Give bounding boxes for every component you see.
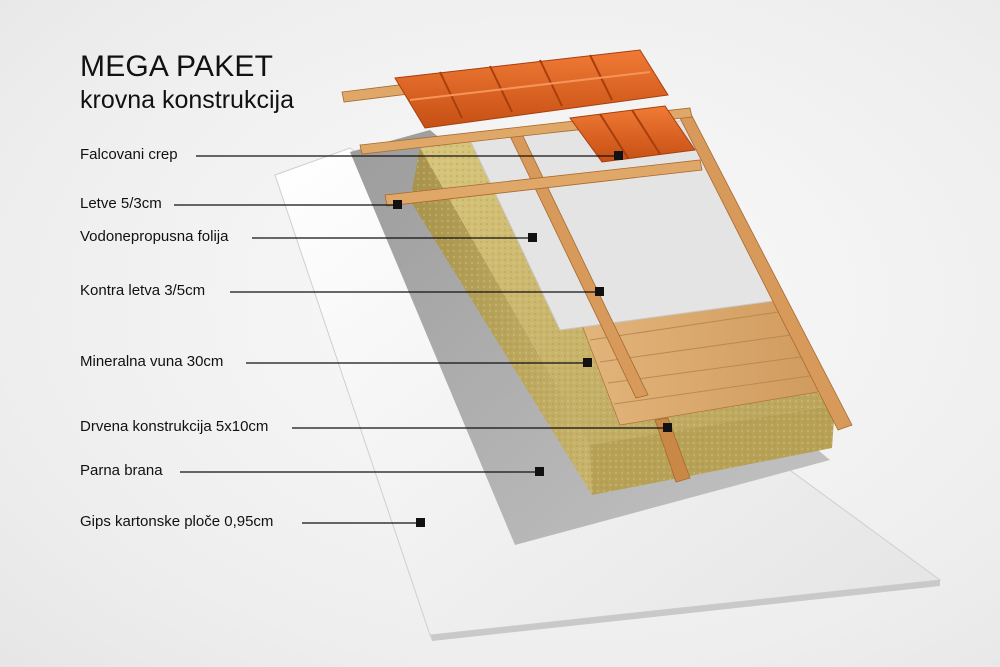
label-mineralna-vuna: Mineralna vuna 30cm	[80, 353, 224, 370]
label-falcovani-crep: Falcovani crep	[80, 146, 178, 163]
leader-lines	[174, 151, 672, 527]
label-drvena-konstrukcija: Drvena konstrukcija 5x10cm	[80, 418, 269, 435]
diagram-title: MEGA PAKET	[80, 50, 274, 83]
label-kontra-letva: Kontra letva 3/5cm	[80, 282, 206, 299]
marker-vodonepropusna-folija	[528, 233, 537, 242]
marker-kontra-letva	[595, 287, 604, 296]
diagram-subtitle: krovna konstrukcija	[80, 86, 294, 114]
roof-tiles-layer	[394, 49, 696, 163]
marker-mineralna-vuna	[583, 358, 592, 367]
label-vodonepropusna-folija: Vodonepropusna folija	[80, 228, 229, 245]
label-parna-brana: Parna brana	[80, 462, 163, 479]
marker-letve	[393, 200, 402, 209]
marker-parna-brana	[535, 467, 544, 476]
marker-falcovani-crep	[614, 151, 623, 160]
label-gips-kartonske-ploce: Gips kartonske ploče 0,95cm	[80, 513, 274, 530]
label-letve: Letve 5/3cm	[80, 195, 162, 212]
marker-drvena-konstrukcija	[663, 423, 672, 432]
marker-gips-kartonske-ploce	[416, 518, 425, 527]
